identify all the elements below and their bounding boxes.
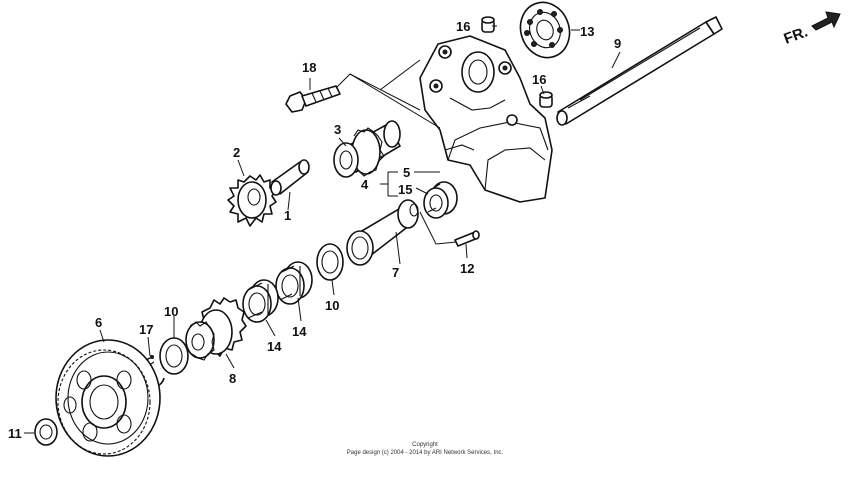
callout-2: 2	[233, 145, 240, 160]
part-9-shaft	[556, 16, 723, 126]
fr-label: FR.	[782, 24, 811, 48]
part-16-dowel-pin-lower	[539, 91, 553, 108]
callout-12: 12	[460, 261, 474, 276]
callout-10-upper: 10	[325, 298, 339, 313]
callout-15: 15	[398, 182, 412, 197]
part-15-needle-bearing	[423, 181, 458, 219]
callout-6: 6	[95, 315, 102, 330]
callout-17: 17	[139, 322, 153, 337]
part-16-dowel-pin-upper	[481, 16, 495, 33]
part-12-pin	[454, 230, 480, 247]
copyright-line-2: Page design (c) 2004 - 2014 by ARI Netwo…	[347, 450, 504, 456]
part-7-collar	[346, 199, 419, 266]
part-10-washer-upper	[316, 243, 344, 281]
part-1-pin	[270, 159, 310, 196]
part-14-needle-bearing-right	[275, 261, 313, 305]
part-6-large-gear	[55, 339, 161, 457]
part-2-gear	[227, 174, 277, 227]
callout-10-lower: 10	[164, 304, 178, 319]
callout-16-upper: 16	[456, 19, 470, 34]
part-4-holder-housing	[419, 35, 553, 203]
callout-14-right: 14	[292, 324, 307, 339]
callout-4: 4	[361, 177, 369, 192]
front-direction-indicator: FR.	[782, 11, 841, 48]
part-13-bearing	[519, 1, 571, 59]
callout-5: 5	[403, 165, 410, 180]
callout-13: 13	[580, 24, 594, 39]
callout-16-lower: 16	[532, 72, 546, 87]
part-11-washer	[34, 418, 58, 446]
callout-8: 8	[229, 371, 236, 386]
fr-arrow-icon	[811, 11, 841, 31]
part-10-washer-lower	[159, 337, 189, 375]
part-14-needle-bearing-left	[242, 279, 279, 323]
part-18-bolt	[285, 85, 341, 113]
callout-14-left: 14	[267, 339, 282, 354]
copyright-line-1: Copyright	[412, 442, 438, 448]
callout-9: 9	[614, 36, 621, 51]
part-3-gear-sleeve	[333, 120, 401, 178]
callout-11: 11	[8, 426, 22, 441]
callout-3: 3	[334, 122, 341, 137]
callout-18: 18	[302, 60, 316, 75]
part-8-gear-cluster	[185, 297, 247, 361]
callout-1: 1	[284, 208, 291, 223]
callout-7: 7	[392, 265, 399, 280]
